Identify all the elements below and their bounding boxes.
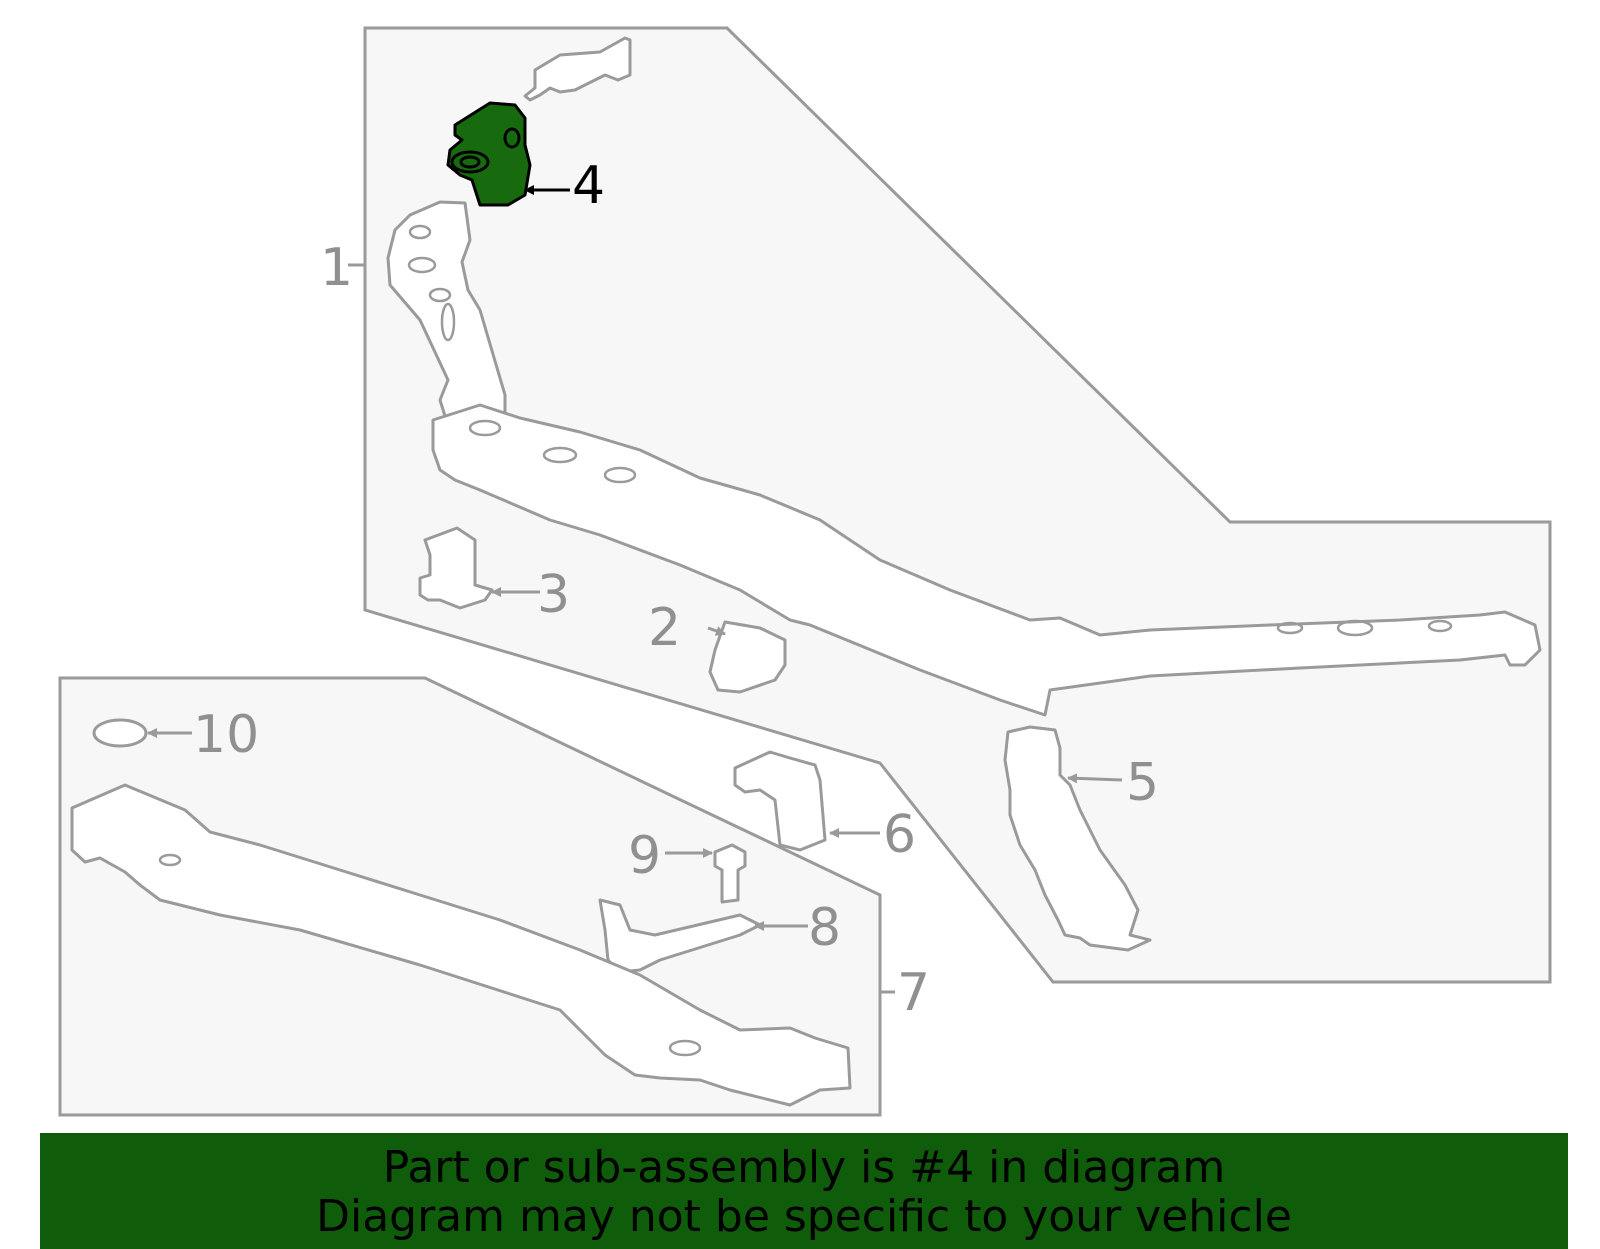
callout-10: 10 [193, 705, 259, 765]
info-banner: Part or sub-assembly is #4 in diagram Di… [40, 1133, 1568, 1249]
callout-8: 8 [808, 898, 841, 958]
callout-9: 9 [628, 826, 661, 886]
callout-6: 6 [883, 805, 916, 865]
callout-7: 7 [897, 963, 930, 1023]
callout-1: 1 [320, 238, 353, 298]
part-4-highlighted [446, 101, 532, 207]
upper-tie-bar [431, 403, 1542, 717]
part-2-bracket [708, 620, 787, 694]
callout-2: 2 [648, 598, 681, 658]
part-10-grommet [92, 718, 148, 748]
part-8-brace [598, 898, 762, 974]
lower-tie-bar [70, 783, 852, 1107]
part-3-bracket [418, 526, 494, 610]
upper-assembly-panel [363, 26, 1552, 984]
callout-5: 5 [1126, 753, 1159, 813]
banner-line-2: Diagram may not be specific to your vehi… [316, 1191, 1292, 1242]
callout-4: 4 [572, 156, 605, 216]
banner-line-1: Part or sub-assembly is #4 in diagram [382, 1142, 1226, 1193]
part-9-bolt [713, 843, 747, 904]
top-hinge-bracket [523, 36, 632, 102]
part-6-bracket [733, 750, 827, 852]
part-5-bracket [1003, 725, 1152, 952]
callout-3: 3 [537, 565, 570, 625]
